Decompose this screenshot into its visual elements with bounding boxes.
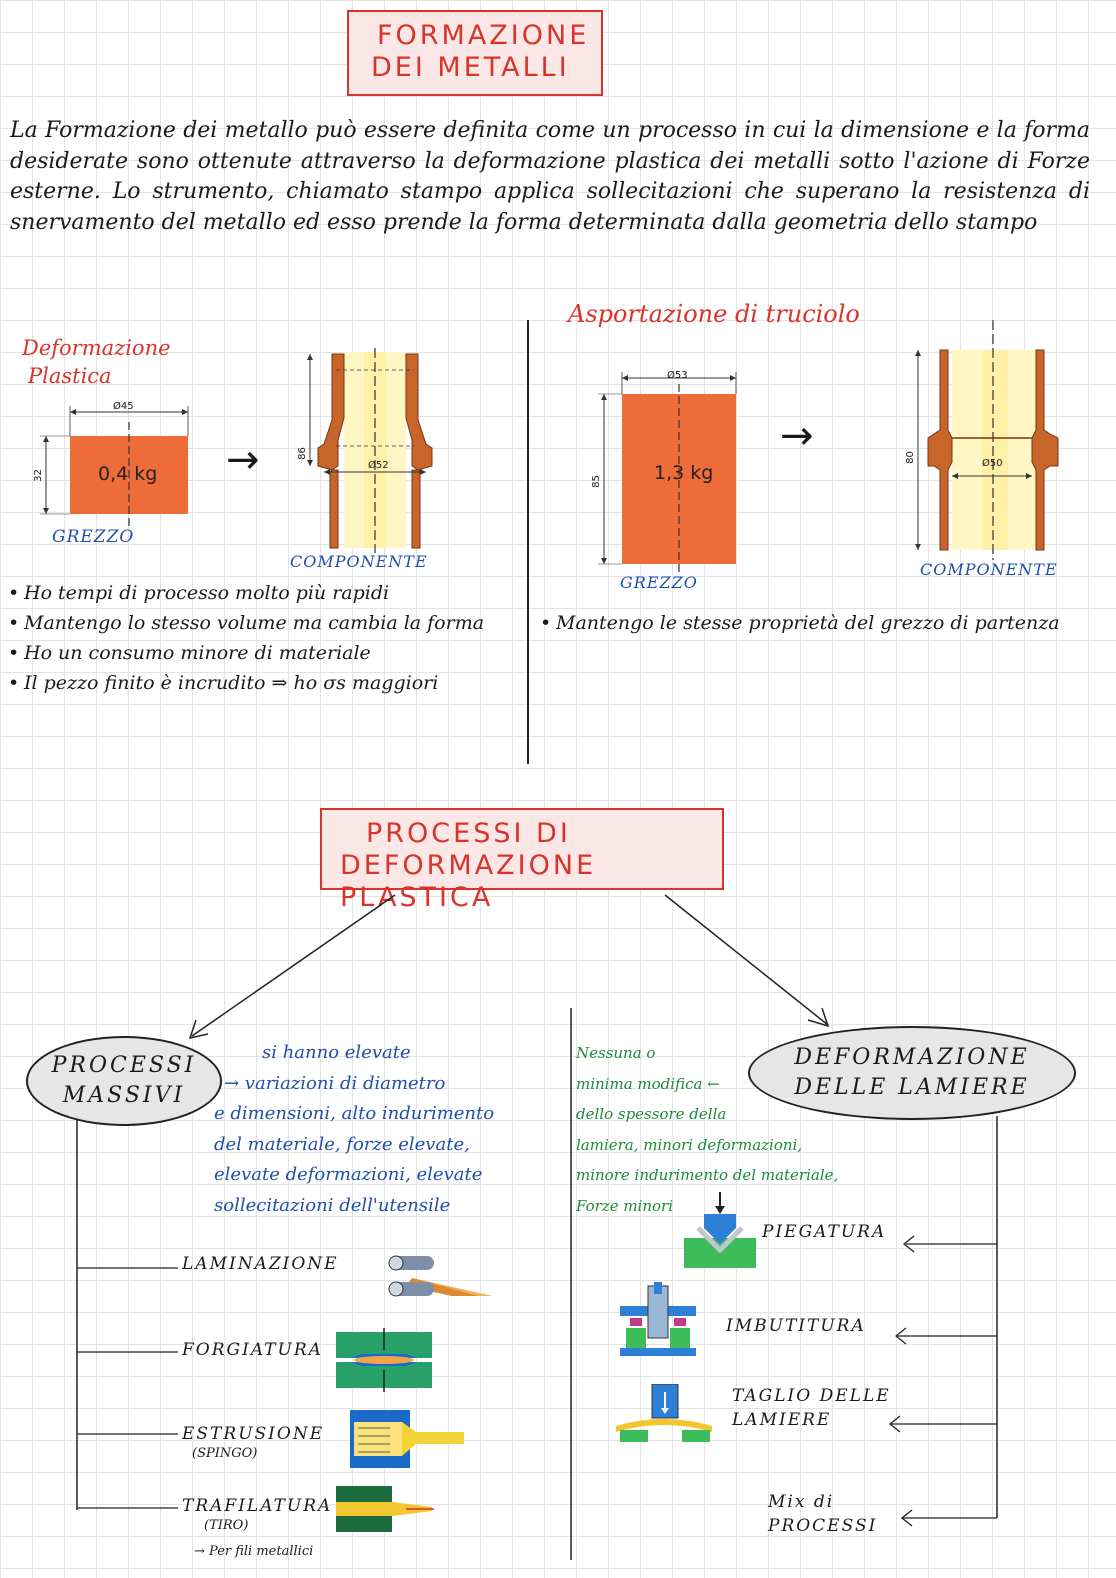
drawing-extra-note: → Per fili metallici bbox=[194, 1544, 313, 1559]
massive-note-line: elevate deformazioni, elevate bbox=[214, 1160, 494, 1191]
deep-drawing-icon bbox=[620, 1282, 696, 1358]
extrusion-label: ESTRUSIONE bbox=[182, 1424, 324, 1444]
massive-processes-line1: PROCESSI bbox=[52, 1051, 197, 1081]
sheet-note-line: minore indurimento del materiale, bbox=[576, 1160, 838, 1191]
lamination-icon bbox=[382, 1248, 494, 1300]
sheet-deformation-line2: DELLE LAMIERE bbox=[794, 1073, 1029, 1103]
lamination-label: LAMINAZIONE bbox=[182, 1254, 339, 1274]
sheet-note-line: lamiera, minori deformazioni, bbox=[576, 1130, 838, 1161]
massive-note-line: sollecitazioni dell'utensile bbox=[214, 1191, 494, 1222]
drawing-icon bbox=[336, 1486, 436, 1532]
massive-note-line: del materiale, forze elevate, bbox=[214, 1130, 494, 1161]
forging-label: FORGIATURA bbox=[182, 1340, 323, 1360]
massive-processes-node: PROCESSI MASSIVI bbox=[26, 1036, 222, 1126]
sheet-cutting-label: TAGLIO DELLE LAMIERE bbox=[732, 1384, 892, 1432]
forging-icon bbox=[336, 1328, 432, 1392]
bending-icon bbox=[684, 1192, 756, 1272]
sheet-deformation-line1: DEFORMAZIONE bbox=[794, 1043, 1029, 1073]
sheet-cutting-icon bbox=[616, 1384, 712, 1444]
extrusion-icon bbox=[350, 1410, 464, 1468]
massive-note-line: si hanno elevate bbox=[214, 1038, 494, 1069]
drawing-sub-label: (TIRO) bbox=[204, 1518, 248, 1533]
deep-drawing-label: IMBUTITURA bbox=[726, 1316, 866, 1336]
drawing-label: TRAFILATURA bbox=[182, 1496, 332, 1516]
massive-processes-note: si hanno elevate → variazioni di diametr… bbox=[214, 1038, 494, 1221]
mixed-processes-label: Mix di PROCESSI bbox=[768, 1490, 888, 1538]
massive-note-line: → variazioni di diametro bbox=[214, 1069, 494, 1100]
extrusion-sub-label: (SPINGO) bbox=[192, 1446, 257, 1461]
massive-processes-line2: MASSIVI bbox=[52, 1081, 197, 1111]
bending-label: PIEGATURA bbox=[762, 1222, 886, 1242]
sheet-deformation-node: DEFORMAZIONE DELLE LAMIERE bbox=[748, 1026, 1076, 1120]
massive-note-line: e dimensioni, alto indurimento bbox=[214, 1099, 494, 1130]
